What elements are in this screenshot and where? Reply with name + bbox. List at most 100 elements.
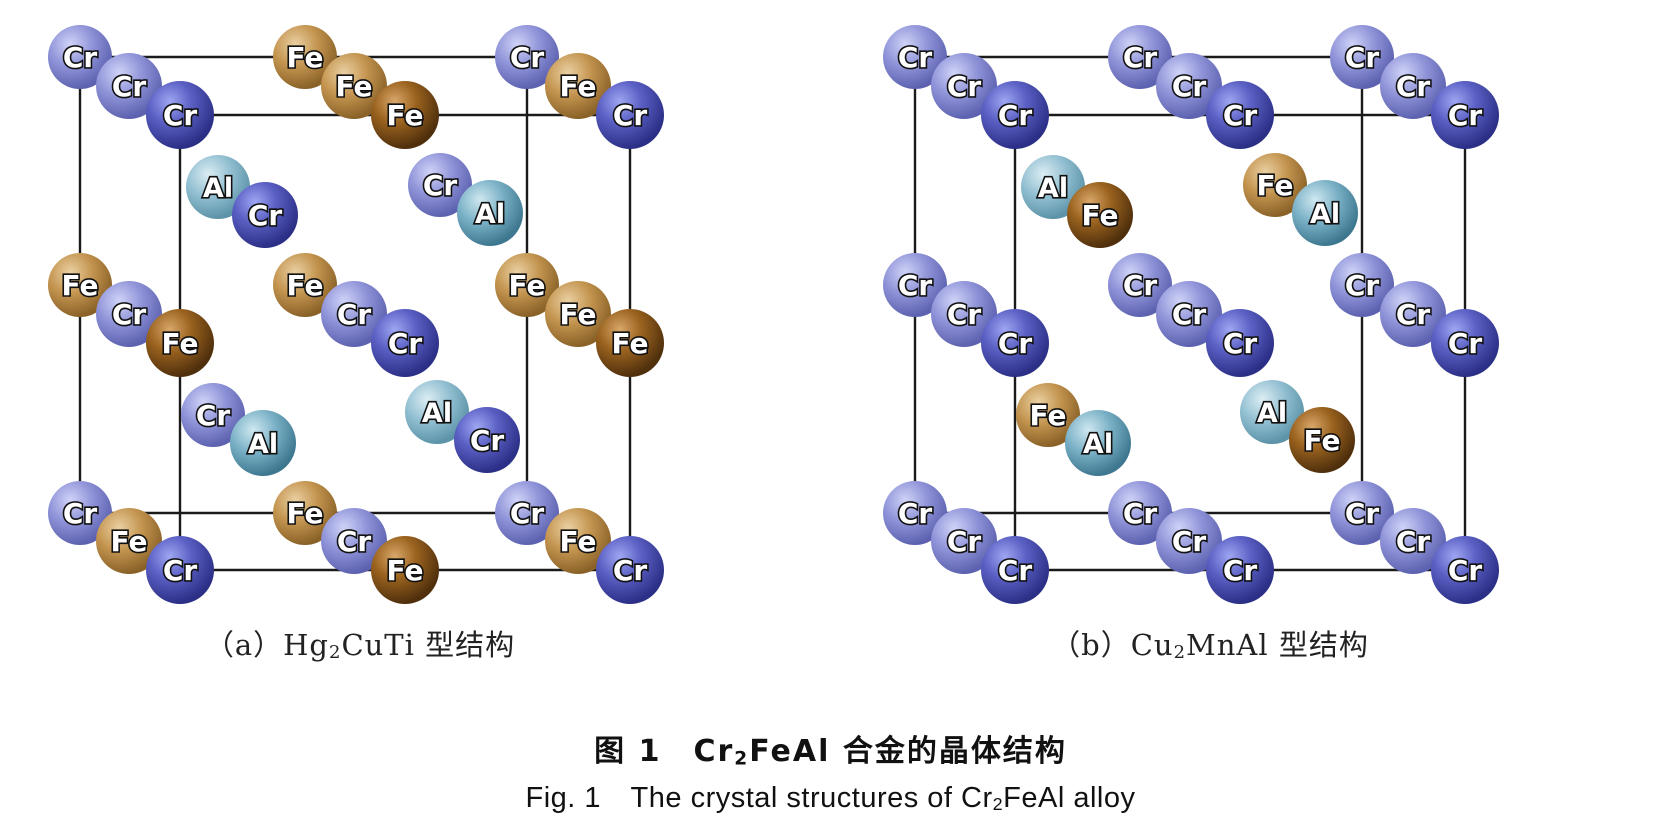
atom-label: Cr (112, 70, 147, 103)
atom-label: Cr (898, 269, 933, 302)
atom-sphere (1289, 407, 1355, 473)
atom-label: Fe (62, 269, 99, 302)
atom-label: Fe (560, 70, 597, 103)
atom-fe-back: Fe (273, 25, 337, 89)
atom-label: Cr (470, 424, 505, 457)
atom-cr-back: Cr (1108, 253, 1172, 317)
atom-sphere (48, 481, 112, 545)
atom-sphere (545, 281, 611, 347)
figure-caption-chinese: 图 1 Cr2FeAl 合金的晶体结构 (594, 734, 1067, 770)
atom-cr-back: Cr (883, 481, 947, 545)
atom-label: Cr (1223, 327, 1258, 360)
atom-sphere (457, 180, 523, 246)
atom-cr-mid: Cr (1380, 508, 1446, 574)
atom-sphere (1431, 536, 1499, 604)
atom-fe-mid: Fe (545, 508, 611, 574)
atom-sphere (1156, 508, 1222, 574)
atom-sphere (321, 508, 387, 574)
atom-label: Fe (560, 525, 597, 558)
atom-sphere (1380, 281, 1446, 347)
atom-sphere (1206, 536, 1274, 604)
atom-cr-mid: Cr (1380, 281, 1446, 347)
atom-cr-front: Cr (371, 309, 439, 377)
atom-sphere (232, 182, 298, 248)
atom-label: Fe (387, 554, 424, 587)
atom-label: Al (422, 398, 452, 429)
atom-sphere (1206, 309, 1274, 377)
atom-cr-back: Cr (1108, 25, 1172, 89)
atom-label: Cr (510, 497, 545, 530)
atom-cr-mid: Cr (931, 508, 997, 574)
atom-sphere (596, 536, 664, 604)
atom-al-interior: Al (230, 410, 296, 476)
atom-label: Cr (1223, 99, 1258, 132)
atom-label: Cr (112, 298, 147, 331)
atom-fe-front: Fe (371, 536, 439, 604)
atom-cr-front: Cr (146, 81, 214, 149)
atom-fe-back: Fe (48, 253, 112, 317)
atom-label: Cr (388, 327, 423, 360)
atom-cr-interior: Cr (181, 383, 245, 447)
atom-sphere (408, 153, 472, 217)
atom-label: Fe (560, 298, 597, 331)
atom-sphere (146, 81, 214, 149)
atom-cr-back: Cr (1330, 481, 1394, 545)
atom-sphere (96, 53, 162, 119)
atom-sphere (371, 309, 439, 377)
atom-label: Cr (1396, 525, 1431, 558)
atom-sphere (371, 536, 439, 604)
atom-sphere (146, 536, 214, 604)
atom-cr-back: Cr (883, 25, 947, 89)
atom-fe-mid: Fe (96, 508, 162, 574)
atom-label: Cr (337, 298, 372, 331)
atom-fe-interior: Fe (1289, 407, 1355, 473)
atom-al-interior: Al (1021, 155, 1085, 219)
atom-sphere (1330, 25, 1394, 89)
atom-sphere (146, 309, 214, 377)
atom-fe-mid: Fe (545, 281, 611, 347)
atom-cr-back: Cr (495, 25, 559, 89)
atom-fe-mid: Fe (545, 53, 611, 119)
atom-sphere (1330, 481, 1394, 545)
atom-sphere (981, 81, 1049, 149)
atom-sphere (405, 380, 469, 444)
atom-fe-mid: Fe (321, 53, 387, 119)
atom-label: Cr (248, 199, 283, 232)
atom-label: Cr (63, 497, 98, 530)
atom-label: Fe (1030, 399, 1067, 432)
atom-label: Cr (1172, 298, 1207, 331)
atom-sphere (371, 81, 439, 149)
atom-fe-front: Fe (371, 81, 439, 149)
atom-sphere (1292, 180, 1358, 246)
atom-sphere (273, 253, 337, 317)
atom-label: Cr (63, 41, 98, 74)
atom-sphere (181, 383, 245, 447)
atom-sphere (1431, 81, 1499, 149)
atom-cr-back: Cr (1330, 25, 1394, 89)
atom-label: Cr (998, 99, 1033, 132)
atom-label: Cr (1345, 41, 1380, 74)
atom-label: Cr (510, 41, 545, 74)
atom-cr-front: Cr (981, 536, 1049, 604)
atom-sphere (1330, 253, 1394, 317)
atom-sphere (981, 536, 1049, 604)
atom-label: Fe (1257, 169, 1294, 202)
atom-cr-front: Cr (596, 81, 664, 149)
atom-cr-front: Cr (146, 536, 214, 604)
atom-cr-mid: Cr (321, 281, 387, 347)
atom-label: Fe (509, 269, 546, 302)
atom-sphere (545, 508, 611, 574)
panel-b-caption: （b）Cu2MnAl 型结构 (1051, 628, 1369, 664)
atom-fe-back: Fe (495, 253, 559, 317)
atom-cr-interior: Cr (454, 407, 520, 473)
atom-sphere (883, 481, 947, 545)
atom-label: Cr (196, 399, 231, 432)
atom-sphere (321, 53, 387, 119)
atom-label: Cr (423, 169, 458, 202)
atom-cr-mid: Cr (1156, 281, 1222, 347)
atom-label: Cr (613, 554, 648, 587)
atom-cr-front: Cr (1206, 309, 1274, 377)
atom-sphere (48, 253, 112, 317)
atom-sphere (1156, 281, 1222, 347)
